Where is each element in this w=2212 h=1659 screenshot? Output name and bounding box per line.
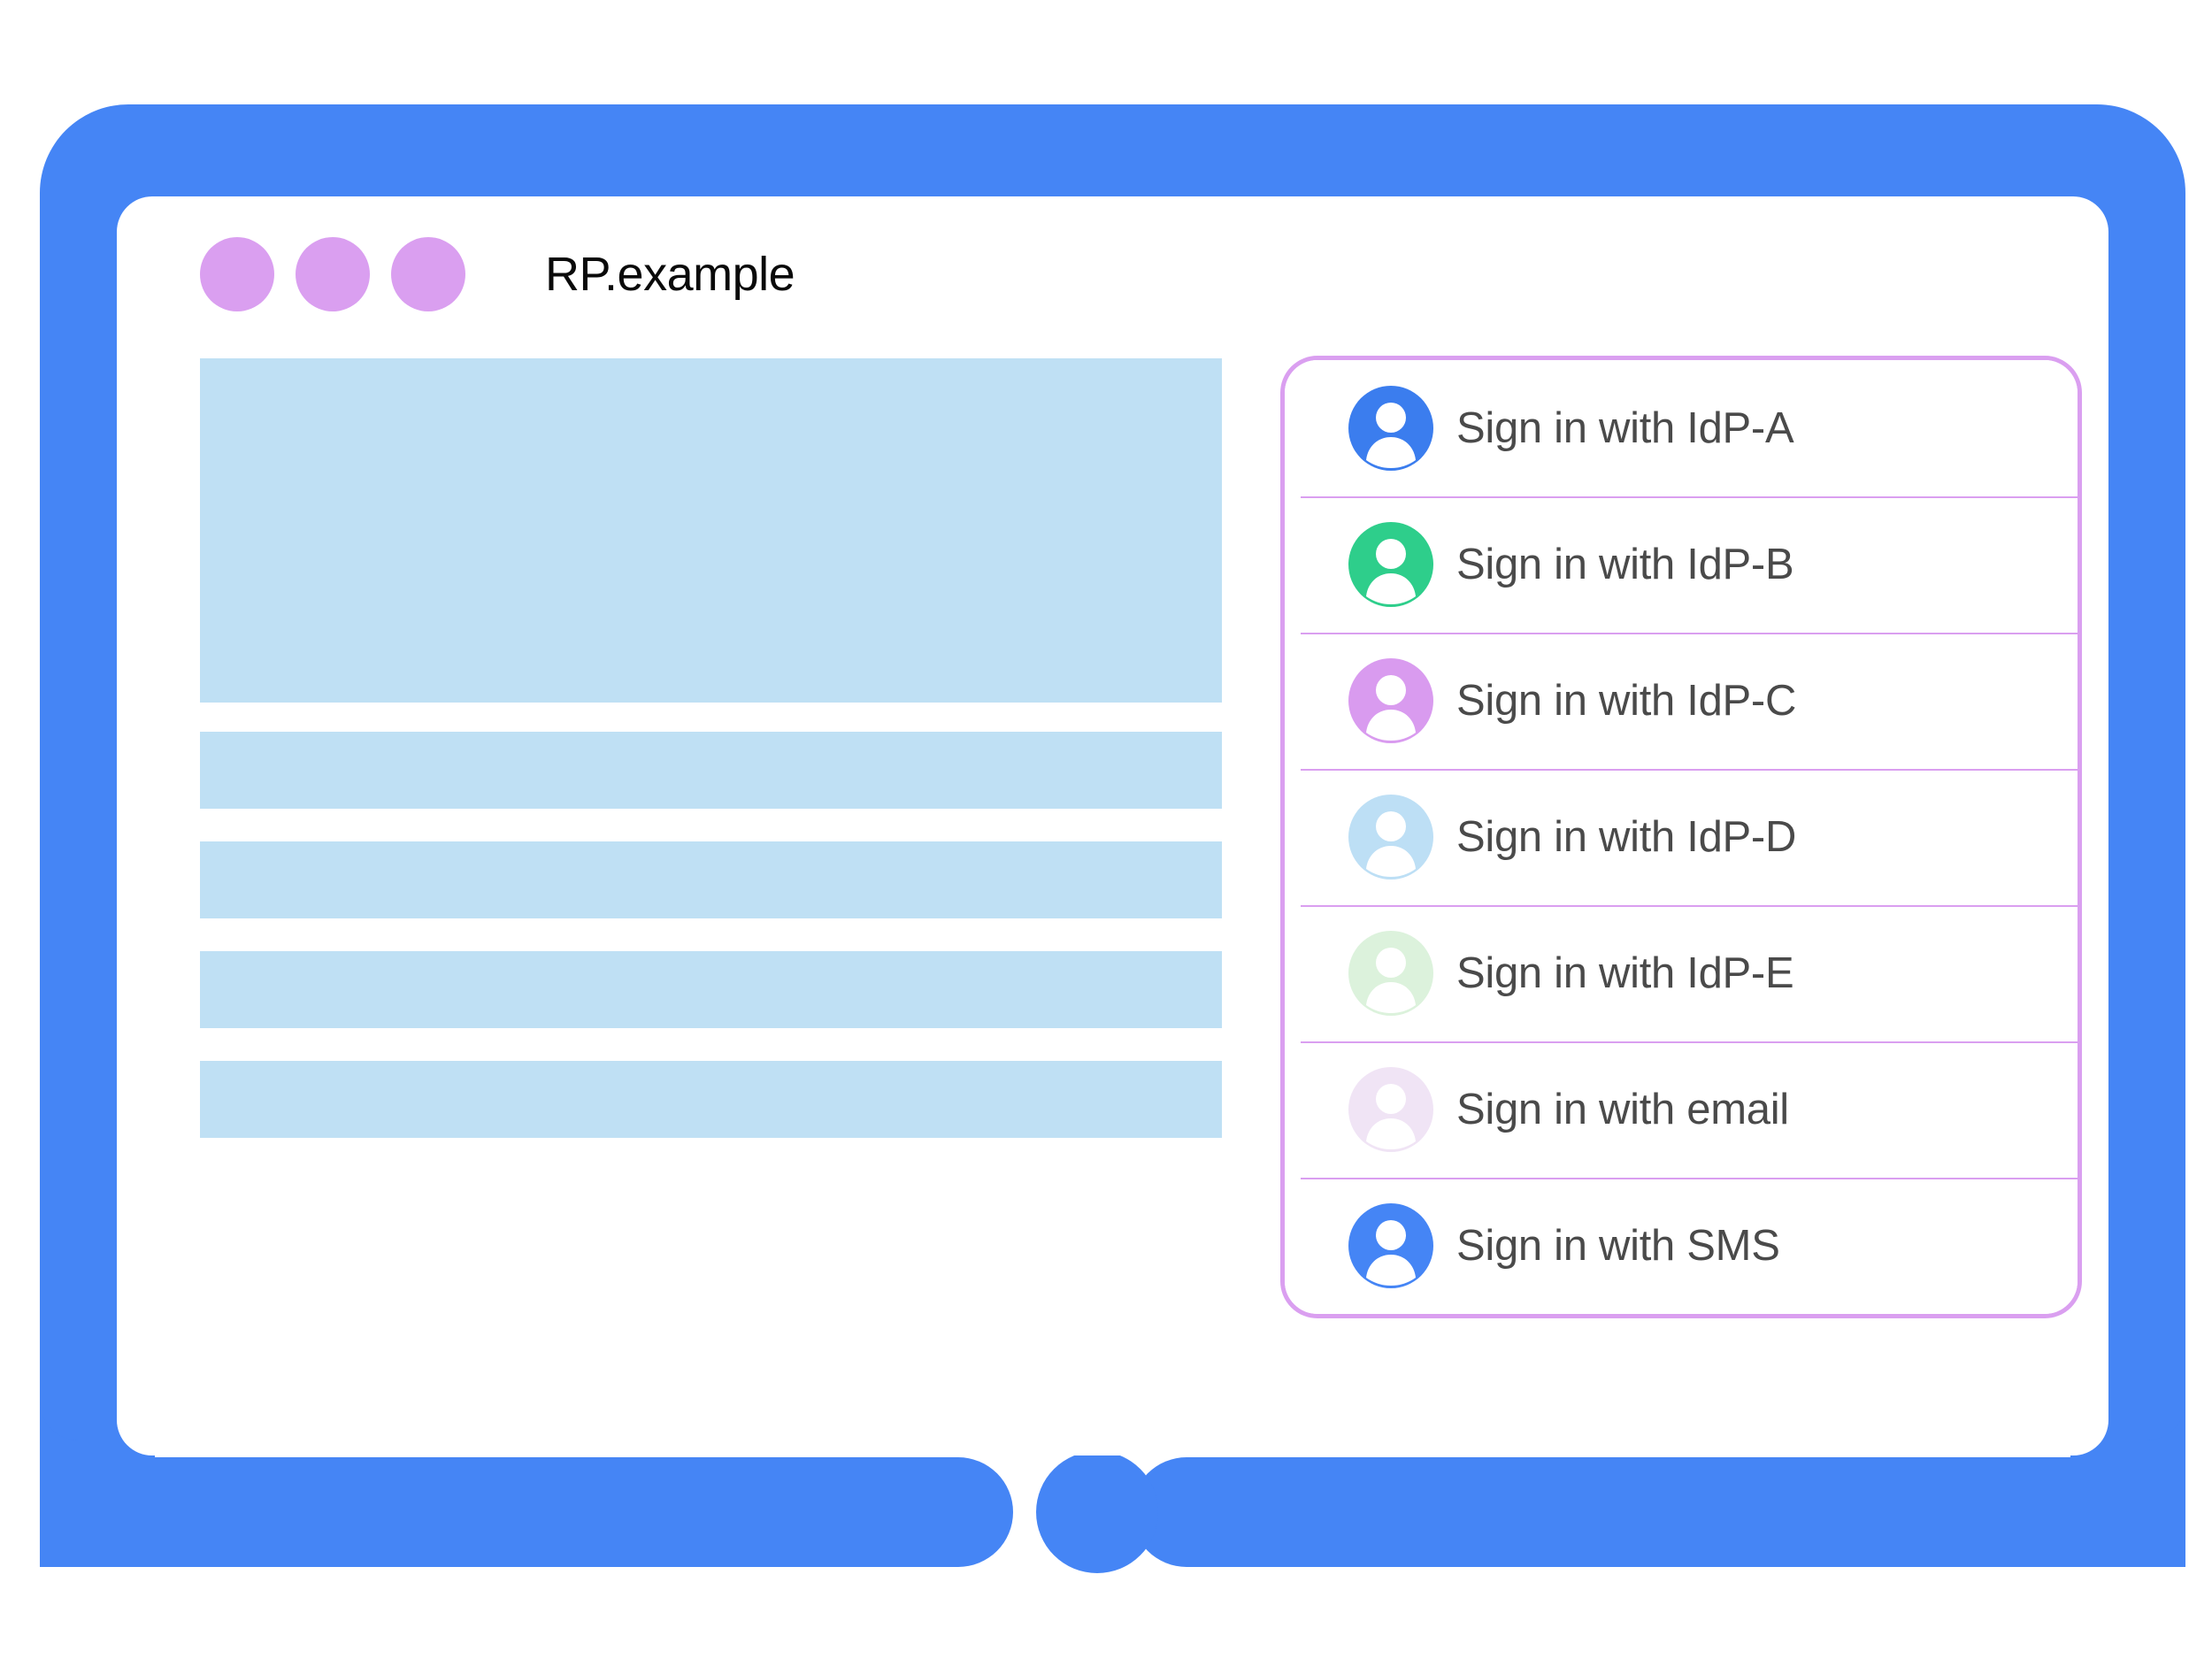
signin-option-label: Sign in with email: [1456, 1086, 1789, 1133]
content-hero-block: [200, 358, 1222, 703]
signin-option-row[interactable]: Sign in with IdP-B: [1285, 496, 2078, 633]
person-avatar-icon: [1348, 658, 1433, 743]
signin-option-label: Sign in with IdP-E: [1456, 949, 1794, 997]
person-avatar-icon: [1348, 1067, 1433, 1152]
signin-option-row[interactable]: Sign in with email: [1285, 1041, 2078, 1178]
signin-option-label: Sign in with IdP-D: [1456, 813, 1797, 861]
person-avatar-icon: [1348, 795, 1433, 879]
person-avatar-icon: [1348, 931, 1433, 1016]
signin-option-row[interactable]: Sign in with IdP-E: [1285, 905, 2078, 1041]
content-text-bar-4: [200, 1061, 1222, 1138]
bezel-bottom-bar-right: [1132, 1457, 2185, 1567]
signin-option-label: Sign in with IdP-B: [1456, 541, 1794, 588]
person-avatar-icon: [1348, 386, 1433, 471]
window-titlebar: RP.example: [117, 196, 2108, 351]
signin-option-row[interactable]: Sign in with SMS: [1285, 1178, 2078, 1314]
signin-account-chooser: Sign in with IdP-A Sign in with IdP-B Sign…: [1280, 356, 2082, 1318]
page-title: RP.example: [545, 247, 795, 301]
signin-option-row[interactable]: Sign in with IdP-C: [1285, 633, 2078, 769]
window-dot-icon-3[interactable]: [391, 236, 465, 311]
signin-option-row[interactable]: Sign in with IdP-D: [1285, 769, 2078, 905]
content-text-bar-2: [200, 841, 1222, 918]
page-content-placeholders: [200, 358, 1222, 1138]
signin-option-row[interactable]: Sign in with IdP-A: [1285, 360, 2078, 496]
window-dot-icon-2[interactable]: [296, 236, 370, 311]
content-text-bar-1: [200, 732, 1222, 809]
person-avatar-icon: [1348, 522, 1433, 607]
person-avatar-icon: [1348, 1203, 1433, 1288]
content-text-bar-3: [200, 951, 1222, 1028]
window-dot-icon-1[interactable]: [200, 236, 274, 311]
signin-option-label: Sign in with IdP-C: [1456, 677, 1797, 725]
signin-option-label: Sign in with SMS: [1456, 1222, 1780, 1270]
home-button[interactable]: [1036, 1451, 1158, 1573]
signin-option-label: Sign in with IdP-A: [1456, 404, 1794, 452]
bezel-bottom-bar-left: [40, 1457, 1013, 1567]
